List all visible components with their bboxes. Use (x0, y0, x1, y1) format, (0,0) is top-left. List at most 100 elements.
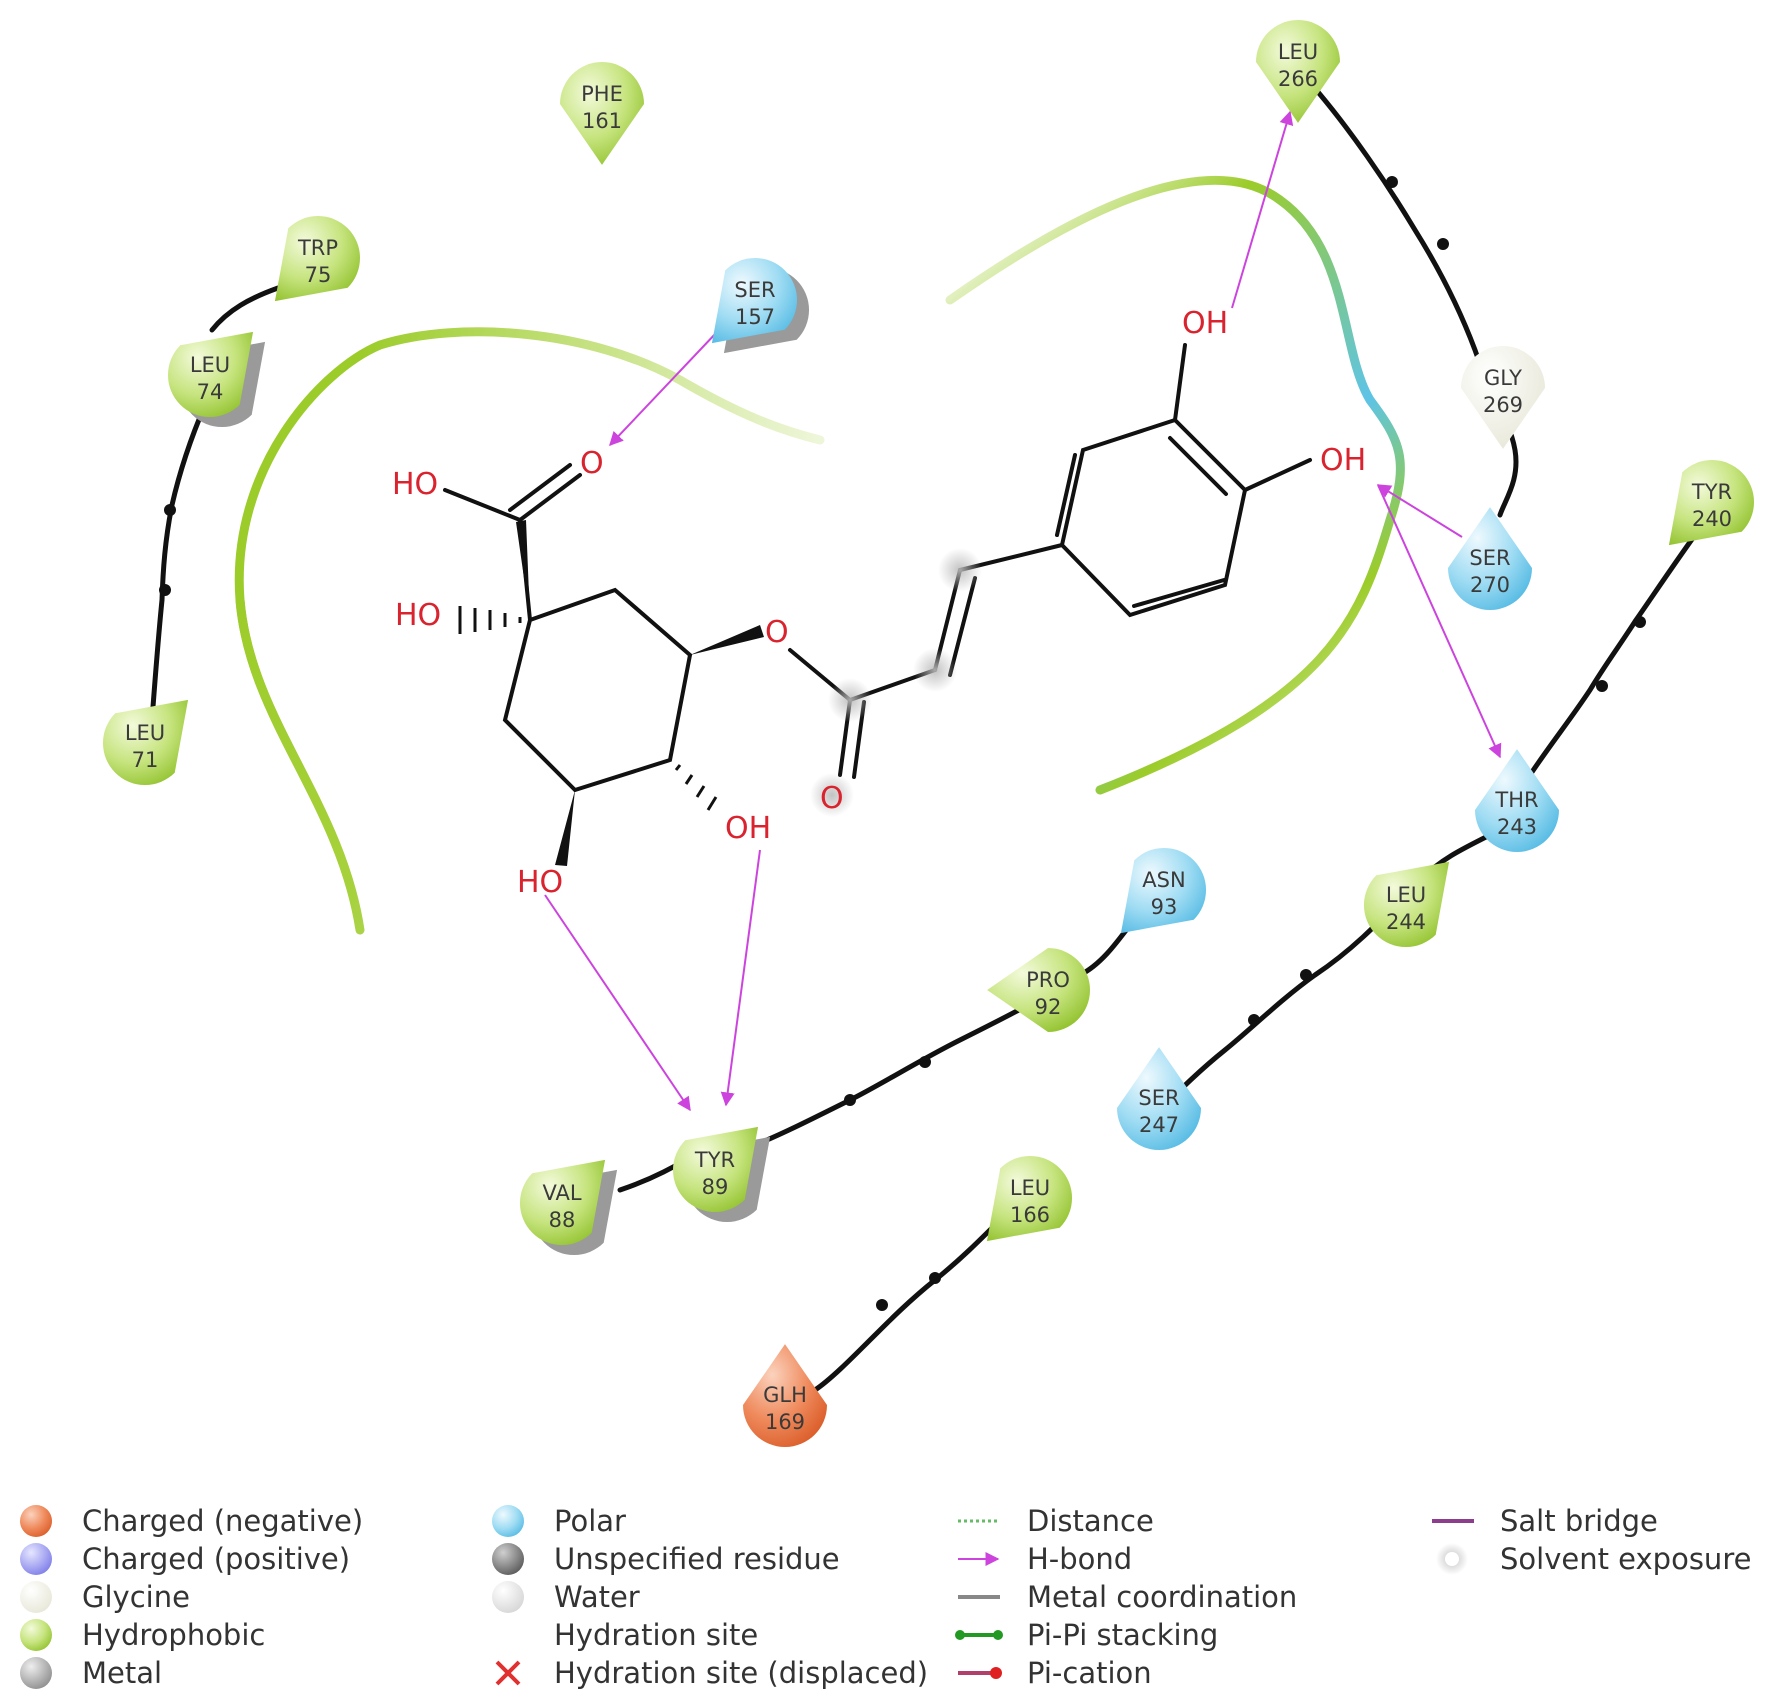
hbond-leu266 (1231, 110, 1294, 309)
residue-shape (1256, 20, 1340, 123)
atom-oh-top: OH (1182, 306, 1228, 341)
residue-trp-75: TRP 75 (274, 216, 360, 302)
residue-name: LEU (1278, 40, 1318, 64)
residue-badges: PHE161LEU266TRP75SER157LEU74GLY269TYR240… (102, 20, 1754, 1447)
residue-number: 240 (1692, 507, 1732, 531)
residue-name: TRP (297, 236, 338, 260)
legend-col3: Distance H-bond Metal coordination Pi-Pi… (955, 1504, 1297, 1690)
legend-item: Pi-Pi stacking (1027, 1618, 1218, 1652)
legend-item: Solvent exposure (1500, 1542, 1751, 1576)
legend-swatch-charged-positive (20, 1543, 52, 1575)
atom-ho-acid: HO (392, 467, 438, 502)
residue-name: SER (734, 278, 775, 302)
residue-number: 169 (765, 1410, 805, 1434)
atom-ho-ring: HO (517, 865, 563, 900)
legend-item: H-bond (1027, 1542, 1132, 1576)
residue-gly-269: GLY 269 (1461, 346, 1545, 449)
residue-tyr-240: TYR 240 (1668, 459, 1754, 546)
hbond-ser270 (1376, 484, 1463, 538)
legend-swatch-glycine (20, 1581, 52, 1613)
legend-item: Water (554, 1580, 640, 1614)
residue-number: 244 (1386, 910, 1426, 934)
residue-name: SER (1469, 546, 1510, 570)
atom-oh-right: OH (1320, 443, 1366, 478)
legend-item: Metal (82, 1656, 162, 1690)
residue-name: VAL (542, 1181, 581, 1205)
residue-name: TYR (1691, 480, 1732, 504)
residue-shape (986, 1155, 1073, 1242)
residue-name: LEU (125, 721, 165, 745)
hbond-tyr89-b (720, 849, 761, 1107)
legend: Charged (negative) Charged (positive) Gl… (20, 1504, 1751, 1690)
residue-shape (1448, 507, 1532, 610)
residue-shape (743, 1344, 827, 1447)
legend-swatch-hydrophobic (20, 1619, 52, 1651)
residue-shape (102, 699, 189, 786)
residue-number: 75 (305, 263, 332, 287)
legend-item: Pi-cation (1027, 1656, 1152, 1690)
residue-name: PHE (581, 82, 623, 106)
legend-col1: Charged (negative) Charged (positive) Gl… (20, 1504, 363, 1690)
hbond-thr243 (1377, 484, 1502, 759)
legend-item: Charged (negative) (82, 1504, 363, 1538)
legend-item: Charged (positive) (82, 1542, 350, 1576)
residue-shape (167, 331, 254, 418)
chain-trp75-leu74 (209, 285, 281, 333)
ligand-solvent-halos (810, 548, 982, 817)
residue-number: 243 (1497, 815, 1537, 839)
chain-leu74-leu71 (149, 402, 208, 723)
residue-number: 92 (1035, 995, 1062, 1019)
residue-pro-92: PRO 92 (987, 948, 1090, 1032)
residue-name: LEU (1010, 1176, 1050, 1200)
ligand-hashes (458, 606, 718, 811)
residue-ser-247: SER 247 (1117, 1047, 1201, 1150)
residue-name: PRO (1026, 968, 1070, 992)
ligand-wedges (516, 520, 764, 866)
atom-oh-ring: OH (725, 811, 771, 846)
legend-item: Hydration site (554, 1618, 758, 1652)
legend-swatch-polar (492, 1505, 524, 1537)
legend-swatch-unspecified (492, 1543, 524, 1575)
chain-leu266-ser270 (1315, 89, 1519, 518)
residue-shape (1363, 861, 1450, 948)
legend-swatch-pipi (955, 1630, 1003, 1640)
legend-col4: Salt bridge Solvent exposure (1432, 1504, 1751, 1576)
atom-o-carbonyl-acid: O (580, 446, 604, 481)
pocket-curve-left-tail (235, 595, 365, 935)
ligand-atoms: OH OH O HO HO O O OH HO (392, 306, 1366, 900)
residue-name: LEU (1386, 883, 1426, 907)
residue-name: TYR (694, 1148, 735, 1172)
legend-item: Salt bridge (1500, 1504, 1658, 1538)
residue-shape (519, 1159, 606, 1246)
legend-col2: Polar Unspecified residue Water Hydratio… (492, 1504, 928, 1690)
legend-swatch-metal (20, 1657, 52, 1689)
residue-shape (560, 62, 644, 165)
residue-name: SER (1138, 1086, 1179, 1110)
atom-o-ester: O (765, 615, 789, 650)
pocket-outline (234, 175, 1405, 935)
legend-item: Hydration site (displaced) (554, 1656, 928, 1690)
chain-leu166-glh169 (812, 1217, 1003, 1393)
residue-name: GLY (1484, 366, 1522, 390)
legend-item: Hydrophobic (82, 1618, 265, 1652)
legend-item: Metal coordination (1027, 1580, 1297, 1614)
legend-item: Polar (554, 1504, 626, 1538)
residue-number: 93 (1151, 895, 1178, 919)
residue-shape (1461, 346, 1545, 449)
residue-number: 269 (1483, 393, 1523, 417)
hbond-arrows (544, 110, 1502, 1112)
residue-number: 247 (1139, 1113, 1179, 1137)
residue-number: 88 (549, 1208, 576, 1232)
residue-shape (673, 1126, 759, 1212)
legend-swatch-hydration-displaced (495, 1660, 521, 1686)
residue-shape (1120, 847, 1207, 934)
